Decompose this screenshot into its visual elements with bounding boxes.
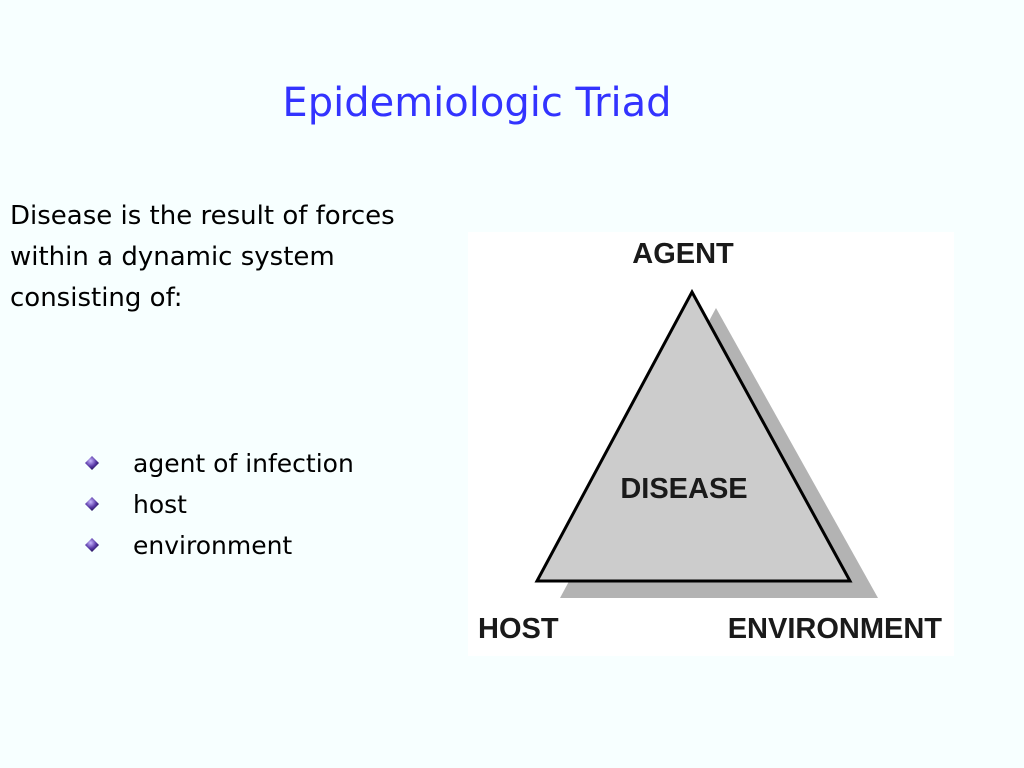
bullet-text: environment xyxy=(133,531,293,560)
triad-svg: AGENT DISEASE HOST ENVIRONMENT xyxy=(478,238,943,645)
diamond-bullet-icon xyxy=(85,538,99,552)
bullet-text: agent of infection xyxy=(133,449,354,478)
triad-diagram: AGENT DISEASE HOST ENVIRONMENT xyxy=(468,232,954,656)
disease-label: DISEASE xyxy=(620,473,747,505)
slide-title: Epidemiologic Triad xyxy=(282,80,672,126)
host-label: HOST xyxy=(478,613,559,645)
intro-text: Disease is the result of forces within a… xyxy=(10,201,395,313)
agent-label: AGENT xyxy=(632,238,734,270)
triangle xyxy=(534,288,853,583)
diamond-bullet-icon xyxy=(85,456,99,470)
diamond-bullet-icon xyxy=(85,497,99,511)
bullet-text: host xyxy=(133,490,187,519)
environment-label: ENVIRONMENT xyxy=(728,613,943,645)
